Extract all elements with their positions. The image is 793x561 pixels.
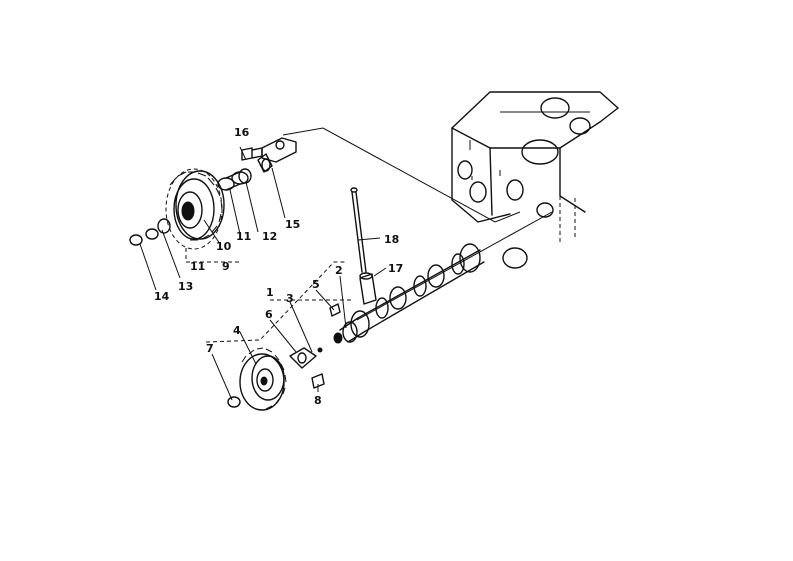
callout-leaders [139,146,387,401]
label-part-7: 7 [206,342,214,355]
label-part-5: 5 [312,278,320,291]
label-part-9: 9 [222,260,230,273]
washer-part [157,218,171,234]
camshaft [333,243,485,344]
bolt-part [241,147,263,161]
label-part-3: 3 [286,292,294,305]
tappet [359,272,377,305]
label-part-17: 17 [388,262,403,275]
leader-lines [282,127,553,321]
washer-part [145,228,159,240]
idler-gear-assembly [165,168,225,250]
bolt-part [311,373,325,389]
label-part-11: 11 [236,230,251,243]
label-part-14: 14 [154,290,170,303]
label-part-15: 15 [285,218,300,231]
label-part-10: 10 [216,240,232,253]
label-part-18: 18 [384,233,399,246]
engine-block [451,91,619,269]
label-part-13: 13 [178,280,193,293]
washer-part [129,234,143,246]
washer-part [238,168,252,184]
label-part-4: 4 [233,324,241,337]
camshaft-gear-assembly [239,347,323,411]
bushing-part [217,171,249,191]
part-labels: 16 15 12 11 10 11 9 13 14 18 17 2 5 1 3 … [154,126,403,407]
group-bracket [185,248,352,343]
key-part [329,303,341,317]
label-part-1: 1 [266,286,274,299]
label-part-2: 2 [335,264,343,277]
bolt-part [227,396,241,408]
label-part-11: 11 [190,260,205,273]
label-part-8: 8 [314,394,322,407]
label-part-6: 6 [265,308,273,321]
label-part-12: 12 [262,230,277,243]
idler-shaft-bracket [257,137,297,173]
label-part-16: 16 [234,126,250,139]
push-rod [350,187,367,273]
